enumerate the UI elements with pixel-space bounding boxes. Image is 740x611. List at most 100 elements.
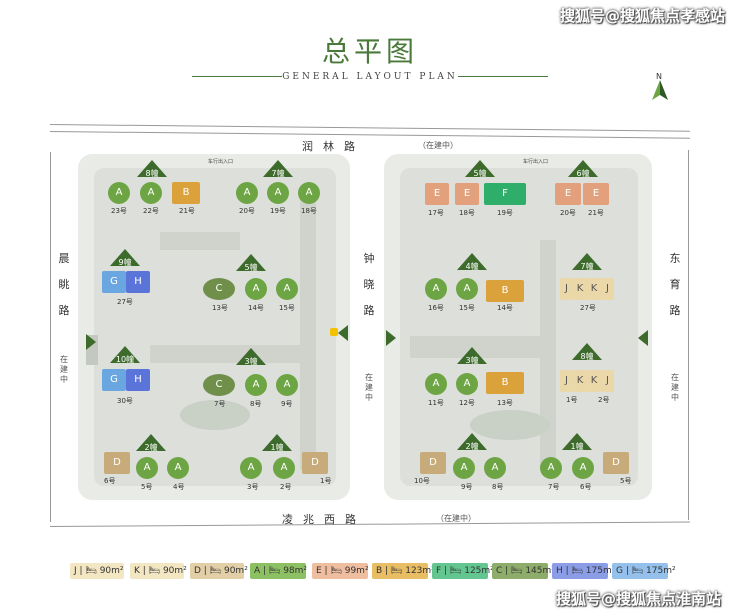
- unit-r2-j[interactable]: J: [601, 370, 614, 392]
- middle-entry-arrow-icon: [338, 325, 348, 341]
- unit-r12[interactable]: A: [456, 373, 478, 395]
- legend-k: K | 🛏 90m²: [130, 563, 187, 579]
- legend-e: E | 🛏 99m²: [312, 563, 369, 579]
- unit-l18[interactable]: A: [298, 182, 320, 204]
- road-edge-left: [50, 152, 51, 522]
- unit-r5[interactable]: D: [603, 452, 629, 474]
- unit-num-r19: 19号: [497, 209, 513, 217]
- unit-r7[interactable]: A: [540, 457, 562, 479]
- unit-r8[interactable]: A: [484, 457, 506, 479]
- left-walkway-2: [150, 345, 300, 363]
- building-tag-r7: [572, 253, 602, 270]
- legend-h: H | 🛏 175m²: [552, 563, 615, 579]
- left-top-entry: 车行出入口: [208, 159, 234, 165]
- unit-r17[interactable]: E: [425, 183, 449, 205]
- unit-l27-h[interactable]: H: [126, 271, 150, 293]
- unit-r27-j1[interactable]: J: [560, 278, 573, 300]
- unit-r1-k[interactable]: K: [573, 370, 587, 392]
- unit-r15[interactable]: A: [456, 278, 478, 300]
- legend-a: A | 🛏 98m²: [250, 563, 307, 579]
- unit-l1[interactable]: D: [302, 452, 328, 474]
- unit-r13[interactable]: B: [486, 372, 524, 394]
- legend-g: G | 🛏 175m²: [612, 563, 676, 579]
- watermark-bottom: 搜狐号@搜狐焦点淮南站: [556, 590, 722, 608]
- unit-l22[interactable]: A: [140, 182, 162, 204]
- unit-l3[interactable]: A: [240, 457, 262, 479]
- unit-num-r6: 6号: [580, 483, 592, 491]
- building-label-l7: 7幢: [271, 169, 285, 178]
- unit-l8[interactable]: A: [245, 374, 267, 396]
- unit-r21[interactable]: E: [583, 183, 609, 205]
- unit-l27-g[interactable]: G: [102, 271, 126, 293]
- unit-r2-k[interactable]: K: [587, 370, 601, 392]
- unit-r1-j[interactable]: J: [560, 370, 573, 392]
- unit-r19[interactable]: F: [484, 183, 526, 205]
- unit-num-l9: 9号: [281, 400, 293, 408]
- unit-r16[interactable]: A: [425, 278, 447, 300]
- unit-num-l27: 27号: [117, 298, 133, 306]
- building-tag-r4: [457, 253, 487, 270]
- building-tag-l8: [137, 160, 167, 177]
- unit-r20[interactable]: E: [555, 183, 581, 205]
- unit-num-l23: 23号: [111, 207, 127, 215]
- legend-b: B | 🛏 123m²: [372, 563, 435, 579]
- unit-num-r14: 14号: [497, 304, 513, 312]
- road-top-label: 润林路: [302, 140, 365, 153]
- building-label-l3: 3幢: [244, 357, 258, 366]
- unit-l30-h[interactable]: H: [126, 369, 150, 391]
- building-tag-l5: [236, 254, 266, 271]
- unit-num-r7: 7号: [548, 483, 560, 491]
- unit-l9[interactable]: A: [276, 374, 298, 396]
- unit-r11[interactable]: A: [425, 373, 447, 395]
- road-top-status: （在建中）: [418, 141, 458, 150]
- unit-r14[interactable]: B: [486, 280, 524, 302]
- unit-l5[interactable]: A: [136, 457, 158, 479]
- unit-r27-j2[interactable]: J: [601, 278, 614, 300]
- right-right-entry-arrow-icon: [638, 330, 648, 346]
- road-bottom-label: 凌兆西路: [282, 513, 366, 526]
- road-middle-status: 在建中: [365, 373, 373, 402]
- unit-l2[interactable]: A: [273, 457, 295, 479]
- left-pond: [180, 400, 250, 430]
- unit-num-r2: 2号: [598, 396, 610, 404]
- unit-l7[interactable]: C: [203, 374, 235, 396]
- unit-l20[interactable]: A: [236, 182, 258, 204]
- road-bottom-status: （在建中）: [436, 514, 476, 523]
- unit-num-r11: 11号: [428, 399, 444, 407]
- unit-num-l5: 5号: [141, 483, 153, 491]
- building-label-l9: 9幢: [118, 258, 132, 267]
- road-edge-top-2: [49, 131, 690, 139]
- watermark-top: 搜狐号@搜狐焦点孝感站: [560, 7, 726, 25]
- unit-r18[interactable]: E: [455, 183, 479, 205]
- building-tag-l10: [110, 346, 140, 363]
- unit-r27-k1[interactable]: K: [573, 278, 587, 300]
- road-right-label: 东育路: [669, 252, 681, 317]
- building-tag-l1: [262, 434, 292, 451]
- unit-r6[interactable]: A: [572, 457, 594, 479]
- unit-l23[interactable]: A: [108, 182, 130, 204]
- building-label-l8: 8幢: [145, 169, 159, 178]
- title-rule-right: [458, 76, 548, 77]
- road-middle-label: 钟晓路: [363, 252, 375, 317]
- unit-num-l30: 30号: [117, 397, 133, 405]
- left-walkway-3: [300, 190, 316, 470]
- unit-num-r12: 12号: [459, 399, 475, 407]
- unit-r10[interactable]: D: [420, 452, 446, 474]
- unit-num-l14: 14号: [248, 304, 264, 312]
- unit-l21[interactable]: B: [172, 182, 200, 204]
- unit-l4[interactable]: A: [167, 457, 189, 479]
- unit-l19[interactable]: A: [267, 182, 289, 204]
- unit-l13[interactable]: C: [203, 278, 235, 300]
- unit-l30-g[interactable]: G: [102, 369, 126, 391]
- unit-l14[interactable]: A: [245, 278, 267, 300]
- unit-l6[interactable]: D: [104, 452, 130, 474]
- unit-l15[interactable]: A: [276, 278, 298, 300]
- legend-d: D | 🛏 90m²: [190, 563, 248, 579]
- building-label-r6: 6幢: [576, 169, 590, 178]
- unit-num-l18: 18号: [301, 207, 317, 215]
- building-label-r8: 8幢: [580, 352, 594, 361]
- unit-r9[interactable]: A: [453, 457, 475, 479]
- unit-r27-k2[interactable]: K: [587, 278, 601, 300]
- building-tag-l9: [110, 249, 140, 266]
- unit-num-r18: 18号: [459, 209, 475, 217]
